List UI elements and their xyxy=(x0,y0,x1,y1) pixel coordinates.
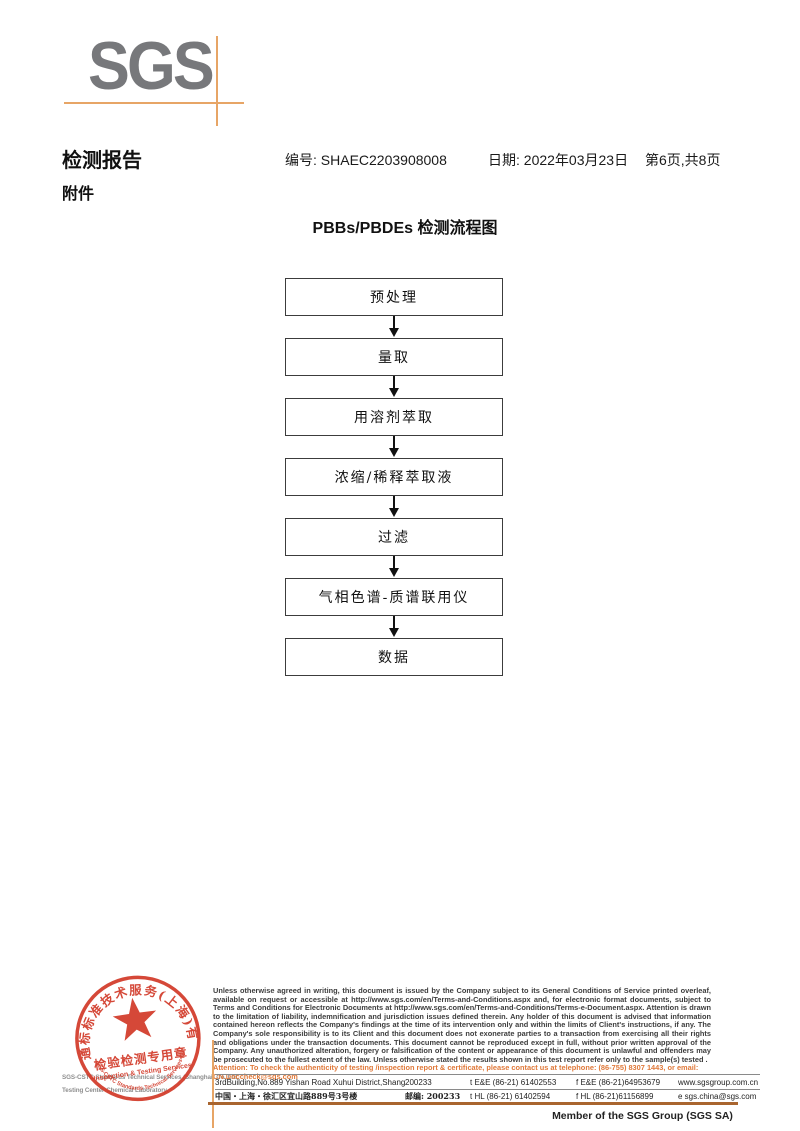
address-row-english: 3rdBuilding,No.889 Yishan Road Xuhui Dis… xyxy=(215,1075,760,1089)
flow-arrow-icon xyxy=(285,496,503,518)
report-date: 日期: 2022年03月23日 xyxy=(488,150,628,170)
flow-step-box: 用溶剂萃取 xyxy=(285,398,503,436)
flow-step-box: 数据 xyxy=(285,638,503,676)
telephone-hl: t HL (86-21) 61402594 xyxy=(470,1092,551,1101)
logo-crosshair-vertical xyxy=(216,36,218,126)
flow-step-box: 气相色谱-质谱联用仪 xyxy=(285,578,503,616)
flow-arrow-icon xyxy=(285,556,503,578)
report-date-label: 日期: xyxy=(488,152,520,168)
flow-step-box: 过滤 xyxy=(285,518,503,556)
stamp-ring xyxy=(75,975,201,1102)
flow-arrow-icon xyxy=(285,616,503,638)
legal-disclaimer-text: Unless otherwise agreed in writing, this… xyxy=(213,986,711,1064)
fax-ee: f E&E (86-21)64953679 xyxy=(576,1077,661,1087)
postcode-english: 200233 xyxy=(405,1077,432,1087)
flowchart: 预处理 量取 用溶剂萃取 浓缩/稀释萃取液 过滤 气相色谱-质谱联用仪 数据 xyxy=(285,278,503,676)
postcode-chinese: 邮编: 200233 xyxy=(405,1091,461,1101)
report-number: 编号: SHAEC2203908008 xyxy=(285,150,447,170)
flow-arrow-icon xyxy=(285,436,503,458)
flow-arrow-icon xyxy=(285,376,503,398)
footer-crosshair-vertical xyxy=(212,1040,214,1128)
attention-notice: Attention: To check the authenticity of … xyxy=(213,1063,699,1081)
footer-rule xyxy=(208,1102,738,1105)
company-name-english: SGS-CSTC Standards Technical Services (S… xyxy=(62,1074,239,1081)
flow-step-box: 预处理 xyxy=(285,278,503,316)
email-address: e sgs.china@sgs.com xyxy=(678,1092,757,1101)
sgs-logo: SGS xyxy=(88,27,215,104)
inspection-stamp: 通标标准技术服务(上海)有限公司 检验检测专用章 Inspection & Te… xyxy=(56,960,201,1102)
flow-step-box: 量取 xyxy=(285,338,503,376)
address-english: 3rdBuilding,No.889 Yishan Road Xuhui Dis… xyxy=(215,1077,405,1087)
flowchart-title: PBBs/PBDEs 检测流程图 xyxy=(312,220,498,237)
logo-crosshair-horizontal xyxy=(64,102,244,104)
laboratory-name-english: Testing Center-Chemical Laboratory. xyxy=(62,1087,169,1094)
flow-step-box: 浓缩/稀释萃取液 xyxy=(285,458,503,496)
address-row-chinese: 中国・上海・徐汇区宜山路889号3号楼 邮编: 200233 t HL (86-… xyxy=(215,1089,760,1103)
report-title: 检测报告 xyxy=(62,148,142,172)
page-indicator: 第6页,共8页 xyxy=(645,152,721,168)
sgs-member-text: Member of the SGS Group (SGS SA) xyxy=(552,1110,733,1122)
address-chinese: 中国・上海・徐汇区宜山路889号3号楼 xyxy=(215,1091,358,1101)
telephone-ee: t E&E (86-21) 61402553 xyxy=(470,1077,557,1087)
fax-hl: f HL (86-21)61156899 xyxy=(576,1092,654,1101)
address-block: 3rdBuilding,No.889 Yishan Road Xuhui Dis… xyxy=(215,1074,760,1103)
flow-arrow-icon xyxy=(285,316,503,338)
report-number-value: SHAEC2203908008 xyxy=(320,152,447,168)
attachment-label: 附件 xyxy=(62,184,95,203)
stamp-star-icon xyxy=(112,997,157,1041)
report-date-value: 2022年03月23日 xyxy=(523,152,629,168)
report-number-label: 编号: xyxy=(285,152,317,168)
website-url: www.sgsgroup.com.cn xyxy=(678,1077,759,1087)
